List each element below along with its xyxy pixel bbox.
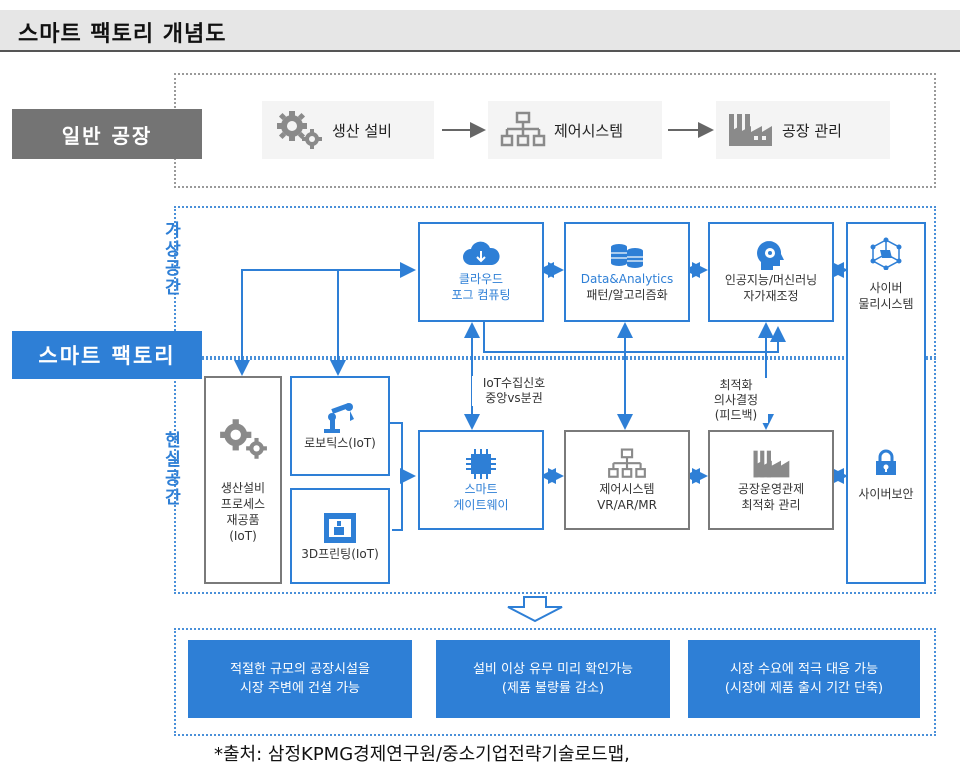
chip-icon [466,449,496,479]
node-operations: 공장운영관제 최적화 관리 [708,430,834,530]
header-bar [0,10,960,52]
node-printing: 3D프린팅(IoT) [290,488,390,584]
virtual-space-label: 가상공간 [165,221,181,298]
gears-icon [277,111,322,149]
node-ai: 인공지능/머신러닝 자가재조정 [708,222,834,322]
flow-item-control: 제어시스템 [488,101,662,159]
source-note: *출처: 삼정KPMG경제연구원/중소기업전략기술로드맵, [214,744,630,765]
network-icon [608,448,646,478]
result-item-2: 설비 이상 유무 미리 확인가능 (제품 불량률 감소) [436,640,670,718]
cube-network-icon [870,237,902,270]
robotics-printing-bracket [388,422,403,531]
general-factory-label: 일반 공장 [12,109,202,159]
results-box [174,628,936,736]
flow-label-management: 공장 관리 [782,121,842,140]
flow-item-management: 공장 관리 [716,101,890,159]
result-item-1: 적절한 규모의 공장시설을 시장 주변에 건설 가능 [188,640,412,718]
network-icon [500,111,546,147]
virtual-space-box [174,206,936,358]
node-gateway: 스마트 게이트웨이 [418,430,544,530]
robot-arm-icon [324,402,354,433]
decision-label: 최적화 의사결정 (피드백) [704,378,768,423]
factory-icon [753,450,790,478]
node-control: 제어시스템 VR/AR/MR [564,430,690,530]
cloud-production-link [234,262,416,376]
factory-icon [729,114,772,146]
node-cloud: 클라우드 포그 컴퓨팅 [418,222,544,322]
node-analytics: Data&Analytics 패턴/알고리즘화 [564,222,690,322]
node-production: 생산설비 프로세스 재공품 (IoT) [204,376,282,584]
result-item-3: 시장 수요에 적극 대응 가능 (시장에 제품 출시 기간 단축) [688,640,920,718]
gears-icon [220,419,267,459]
database-icon [611,244,643,268]
flow-label-equipment: 생산 설비 [332,121,392,140]
down-arrow [507,596,563,623]
lock-icon [876,449,896,475]
page-title: 스마트 팩토리 개념도 [18,22,227,47]
cloud-ai-feedback-link [483,322,786,353]
node-robotics: 로보틱스(IoT) [290,376,390,476]
node-cps: 사이버 물리시스템 사이버보안 [846,222,926,584]
brain-gear-icon [757,241,784,270]
cloud-icon [463,241,500,265]
flow-label-control: 제어시스템 [554,121,624,140]
smart-factory-label: 스마트 팩토리 [12,331,202,379]
physical-space-label: 현실공간 [165,431,181,508]
flow-item-equipment: 생산 설비 [262,101,434,159]
iot-signal-label: IoT수집신호 중앙vs분권 [472,376,556,406]
printer-3d-icon [324,513,356,543]
physical-space-box [174,358,936,594]
